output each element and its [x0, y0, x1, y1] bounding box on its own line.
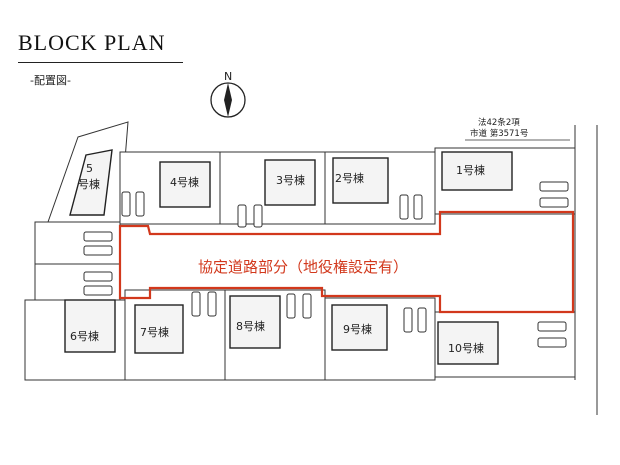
label-3: 3号棟: [276, 173, 305, 187]
road-note-line1: 法42条2項: [478, 117, 520, 128]
shared-road-outline: [118, 210, 575, 314]
label-1: 1号棟: [456, 163, 485, 177]
page-title: BLOCK PLAN: [18, 30, 166, 55]
house-4: [159, 161, 211, 208]
title-underline: [18, 62, 183, 63]
house-3: [264, 159, 316, 206]
label-9: 9号棟: [343, 322, 372, 336]
shared-road-label: 協定道路部分（地役権設定有）: [198, 258, 408, 276]
label-4: 4号棟: [170, 175, 199, 189]
page-subtitle: -配置図-: [30, 74, 71, 87]
house-5: [69, 149, 113, 216]
label-5a: 5: [86, 162, 93, 175]
house-8: [229, 295, 281, 349]
house-2: [332, 157, 389, 204]
label-6: 6号棟: [70, 329, 99, 343]
house-1: [441, 151, 513, 191]
parking-spaces: [83, 181, 569, 348]
road-note-line2: 市道 第3571号: [470, 128, 528, 139]
label-5b: 号棟: [78, 177, 100, 191]
lot-left-lower: [34, 263, 121, 303]
north-compass-icon: N: [210, 70, 246, 118]
label-2: 2号棟: [335, 171, 364, 185]
house-6: [64, 299, 116, 353]
label-10: 10号棟: [448, 341, 484, 355]
lot-left-upper: [34, 221, 121, 265]
house-9: [331, 304, 388, 351]
house-10: [437, 321, 499, 365]
label-7: 7号棟: [140, 325, 169, 339]
compass-label: N: [224, 70, 232, 83]
label-8: 8号棟: [236, 319, 265, 333]
house-7: [134, 304, 184, 354]
